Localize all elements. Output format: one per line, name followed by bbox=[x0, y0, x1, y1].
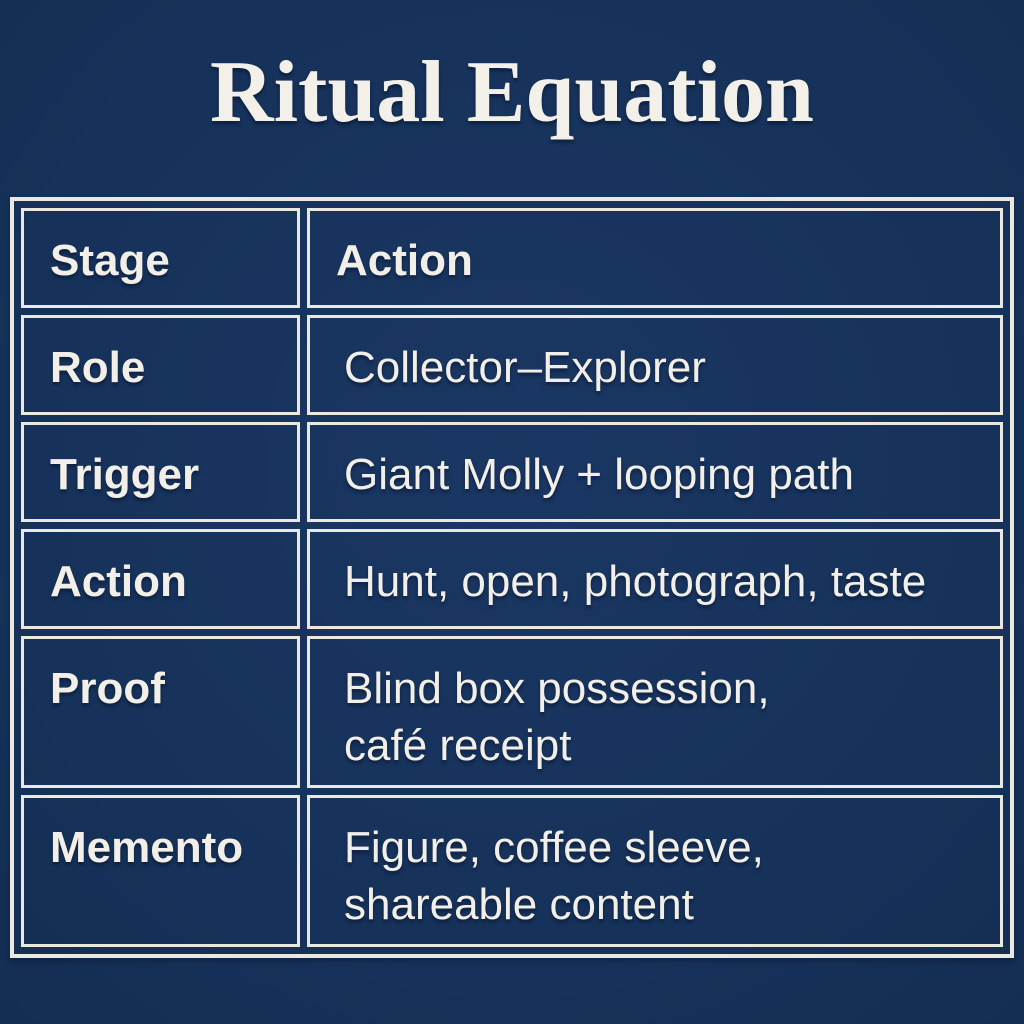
row-label: Action bbox=[21, 529, 300, 629]
table-row-action: Action Hunt, open, photograph, taste bbox=[21, 529, 1003, 629]
table-row-memento: Memento Figure, coffee sleeve, shareable… bbox=[21, 795, 1003, 947]
row-label: Proof bbox=[21, 636, 300, 788]
infographic-card: Ritual Equation Stage Action Role Collec… bbox=[0, 40, 1024, 1024]
row-label: Role bbox=[21, 315, 300, 415]
table-row-role: Role Collector–Explorer bbox=[21, 315, 1003, 415]
table-header-row: Stage Action bbox=[21, 208, 1003, 308]
row-value: Collector–Explorer bbox=[307, 315, 1003, 415]
row-value: Figure, coffee sleeve, shareable content bbox=[307, 795, 1003, 947]
ritual-equation-table: Stage Action Role Collector–Explorer Tri… bbox=[10, 197, 1014, 958]
row-label: Memento bbox=[21, 795, 300, 947]
row-value: Blind box possession, café receipt bbox=[307, 636, 1003, 788]
table-row-trigger: Trigger Giant Molly + looping path bbox=[21, 422, 1003, 522]
row-value: Giant Molly + looping path bbox=[307, 422, 1003, 522]
column-header-stage: Stage bbox=[21, 208, 300, 308]
column-header-action: Action bbox=[307, 208, 1003, 308]
page-title: Ritual Equation bbox=[210, 44, 814, 141]
row-label: Trigger bbox=[21, 422, 300, 522]
row-value: Hunt, open, photograph, taste bbox=[307, 529, 1003, 629]
table-row-proof: Proof Blind box possession, café receipt bbox=[21, 636, 1003, 788]
